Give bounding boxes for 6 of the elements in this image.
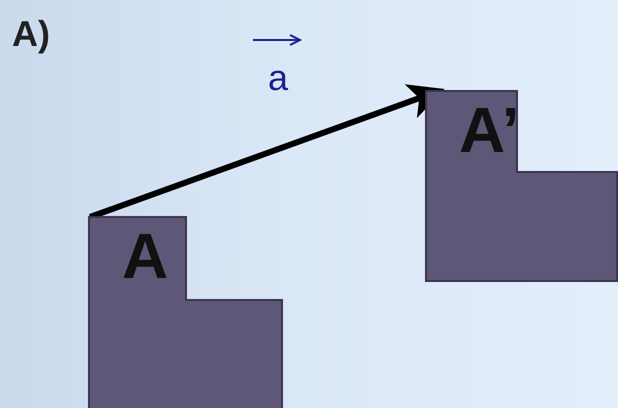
l-shape [88, 216, 283, 408]
shape-label: A [122, 220, 170, 292]
l-shape [425, 90, 618, 282]
panel-label: A) [12, 14, 50, 54]
shape-label: A’ [459, 94, 517, 166]
vector-label: a [268, 58, 288, 98]
